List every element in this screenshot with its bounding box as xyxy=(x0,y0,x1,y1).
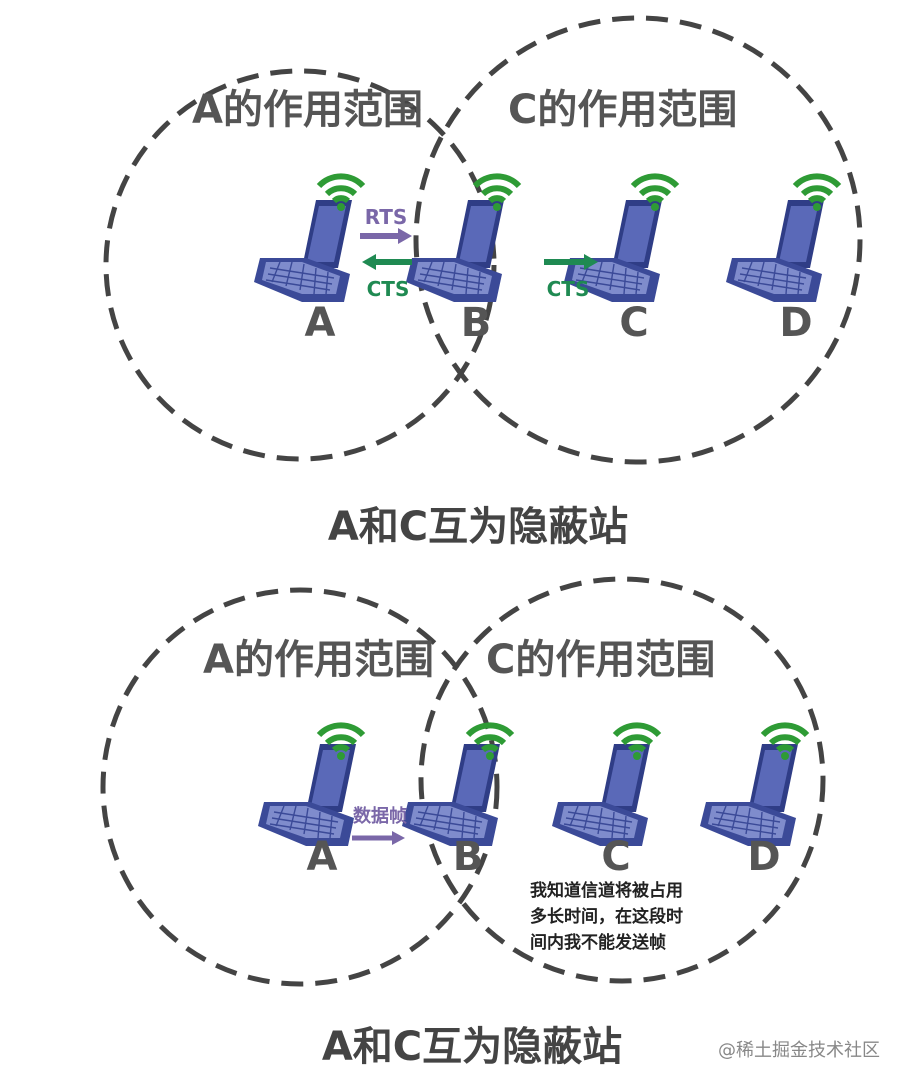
note-line-2: 多长时间，在这段时 xyxy=(530,906,683,927)
range-c-label: C的作用范围 xyxy=(486,637,715,683)
arrow-right-icon xyxy=(360,228,412,244)
range-a-circle xyxy=(100,587,500,987)
node-label-b: B xyxy=(453,834,484,880)
laptop-icon xyxy=(253,199,353,303)
top-caption: A和C互为隐蔽站 xyxy=(328,504,628,550)
node-label-d: D xyxy=(747,834,780,880)
range-c-circle xyxy=(418,576,826,984)
node-label-a: A xyxy=(307,834,338,880)
rts-label: RTS xyxy=(365,205,408,229)
range-c-label: C的作用范围 xyxy=(508,87,737,133)
node-label-a: A xyxy=(305,300,336,346)
top-panel: A的作用范围 C的作用范围 RTS CTS CTS A B xyxy=(103,15,863,550)
note-line-3: 间内我不能发送帧 xyxy=(530,932,666,953)
laptop-icon xyxy=(405,199,505,303)
node-label-b: B xyxy=(461,300,492,346)
arrow-right-icon xyxy=(352,831,405,845)
bottom-caption: A和C互为隐蔽站 xyxy=(322,1024,622,1070)
watermark: @稀土掘金技术社区 xyxy=(718,1040,880,1061)
node-label-c: C xyxy=(601,834,630,880)
laptop-icon xyxy=(725,199,825,303)
range-c-circle xyxy=(413,15,863,465)
range-a-label: A的作用范围 xyxy=(192,87,423,133)
node-label-d: D xyxy=(779,300,812,346)
laptop-icon xyxy=(401,743,501,847)
arrow-right-icon xyxy=(544,254,598,270)
range-a-circle xyxy=(103,68,497,462)
note-line-1: 我知道信道将被占用 xyxy=(530,880,683,901)
frame-label: 数据帧 xyxy=(353,805,407,827)
cts-label-1: CTS xyxy=(367,277,410,301)
cts-label-2: CTS xyxy=(547,277,590,301)
arrow-left-icon xyxy=(362,254,412,270)
node-label-c: C xyxy=(619,300,648,346)
range-a-label: A的作用范围 xyxy=(203,637,434,683)
bottom-panel: A的作用范围 C的作用范围 数据帧 A B C D 我知道信道将被占用 多长时间… xyxy=(100,576,826,1070)
